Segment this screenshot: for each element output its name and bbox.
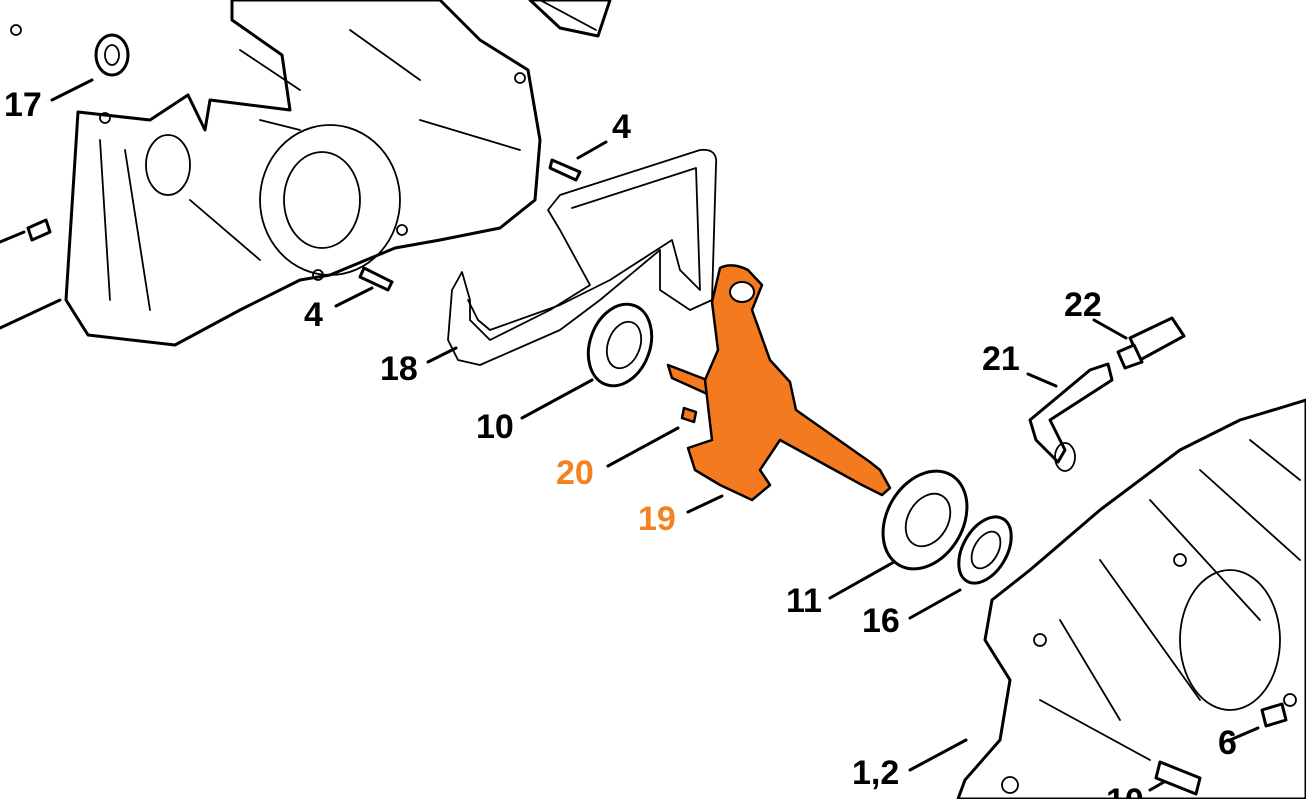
callout-10-bottom: 10 [1106,782,1144,799]
bearing-11 [881,469,969,571]
callout-21: 21 [982,340,1020,378]
dowel-pin-top [548,158,582,182]
callout-4-bottom: 4 [304,296,323,334]
leader-lines [0,78,1260,792]
gasket-18 [447,148,718,366]
seal-17 [94,33,130,77]
callout-16: 16 [862,602,900,640]
top-box-part [528,0,612,38]
callout-19: 19 [638,500,676,538]
screw-left [26,218,52,242]
callout-6: 6 [1218,724,1237,762]
callout-18: 18 [380,350,418,388]
fitting-22 [1116,316,1186,370]
bearing-10 [586,302,654,388]
callout-10: 10 [476,408,514,446]
callout-17: 17 [4,86,42,124]
seal-16 [957,515,1013,585]
callout-labels: 17 4 4 18 10 20 19 22 21 11 16 6 1,2 10 [4,86,1237,799]
right-crankcase-half [956,398,1306,799]
callout-11: 11 [786,582,822,620]
callout-20: 20 [556,454,594,492]
callout-22: 22 [1064,286,1102,324]
dowel-pin-bottom [358,266,394,292]
callout-4-top: 4 [612,108,631,146]
stud-6 [1260,702,1288,728]
callout-1-2: 1,2 [852,754,899,792]
bolt-bottom [1154,760,1202,796]
tube-21 [1028,362,1114,472]
crankshaft-19 [666,264,892,502]
left-crankcase-half [10,0,542,347]
